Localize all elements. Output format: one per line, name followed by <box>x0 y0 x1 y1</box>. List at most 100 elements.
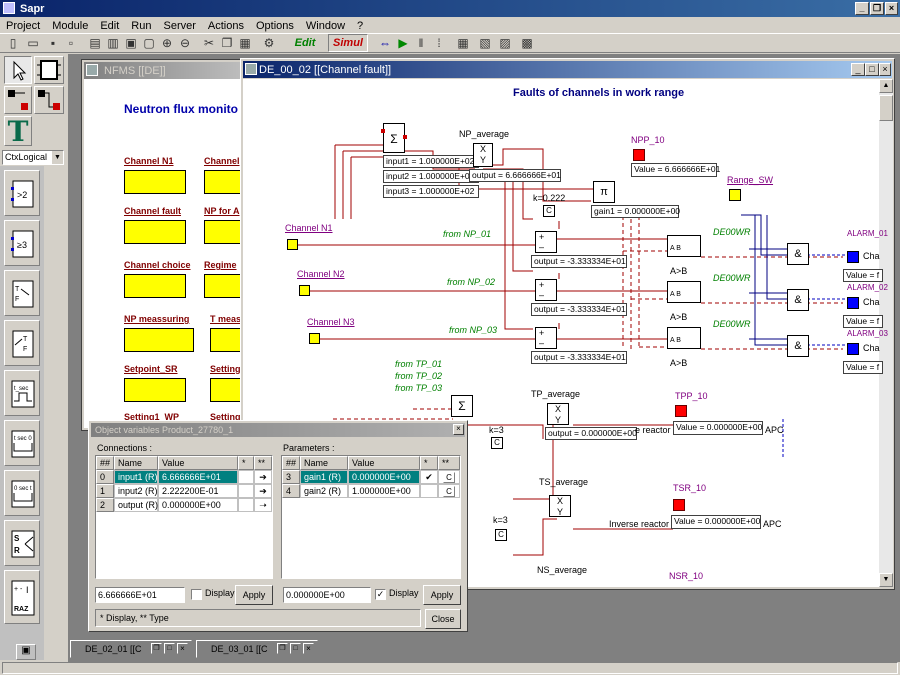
and-block[interactable]: & <box>787 335 809 357</box>
maximize-icon[interactable]: □ <box>164 643 175 654</box>
page-icon[interactable]: ▢ <box>143 36 155 50</box>
palette-item-greater2[interactable]: >2 <box>4 170 40 216</box>
pause-icon[interactable]: ‖ <box>418 36 424 50</box>
alarm-indicator[interactable] <box>847 297 859 309</box>
cascade-icon[interactable]: ▨ <box>499 36 511 50</box>
input1-cell[interactable]: input1 = 1.000000E+02 <box>383 155 479 168</box>
table-cell[interactable]: 6.666666E+01 <box>158 470 238 484</box>
link-tool[interactable] <box>34 86 64 114</box>
table-cell[interactable]: gain1 (R) <box>300 470 348 484</box>
edit-mode-button[interactable]: Edit <box>294 37 316 49</box>
close-icon[interactable]: × <box>303 643 314 654</box>
menu-actions[interactable]: Actions <box>207 20 244 32</box>
and-block[interactable]: & <box>787 243 809 265</box>
type-button[interactable]: C <box>443 486 455 497</box>
type-button[interactable]: C <box>443 472 455 483</box>
table-cell[interactable] <box>238 484 254 498</box>
scroll-up-icon[interactable]: ▲ <box>879 79 893 93</box>
menu-run[interactable]: Run <box>131 20 152 32</box>
diff-output-cell[interactable]: output = -3.333334E+01 <box>531 351 627 364</box>
type-cell[interactable]: C <box>438 470 460 484</box>
alarm-indicator[interactable] <box>847 343 859 355</box>
npp-indicator[interactable] <box>633 149 645 161</box>
constant-block[interactable]: C <box>491 437 503 449</box>
constant-block[interactable]: C <box>495 529 507 541</box>
table-cell[interactable]: gain2 (R) <box>300 484 348 498</box>
zoom-in-icon[interactable]: ⊕ <box>161 36 173 50</box>
save-icon[interactable]: ▪ <box>50 36 56 50</box>
module-tool[interactable] <box>34 56 64 84</box>
properties-icon[interactable]: ⚙ <box>263 36 275 50</box>
tsr-value[interactable]: Value = 0.000000E+00 <box>671 515 761 529</box>
diff-output-cell[interactable]: output = -3.333334E+01 <box>531 303 627 316</box>
maximize-icon[interactable]: □ <box>290 643 301 654</box>
channel-indicator[interactable] <box>287 239 298 250</box>
copy-icon[interactable]: ❐ <box>221 36 233 50</box>
close-icon[interactable]: × <box>879 63 891 76</box>
menu-options[interactable]: Options <box>255 20 294 32</box>
range-sw-indicator[interactable] <box>729 189 741 201</box>
product-block[interactable]: π <box>593 181 615 203</box>
type-cell[interactable]: C <box>438 484 460 498</box>
table-cell[interactable]: 1.000000E+00 <box>348 484 420 498</box>
nfms-indicator[interactable] <box>124 220 186 244</box>
palette-item-delay-on[interactable]: t sec 0 <box>4 420 40 466</box>
sum-block-tp[interactable]: Σ <box>451 395 473 417</box>
cut-icon[interactable]: ✂ <box>203 36 215 50</box>
minimized-window[interactable]: DE_03_01 [[C ❐ □ × <box>196 640 318 658</box>
open-icon[interactable]: ▭ <box>27 36 39 50</box>
category-dropdown[interactable]: CtxLogical▼ <box>2 150 64 165</box>
arrow-right-icon[interactable]: ➝ <box>254 498 272 512</box>
vertical-scrollbar[interactable]: ▲ ▼ <box>879 79 893 587</box>
step-icon[interactable]: ⁞ <box>437 36 441 50</box>
and-block[interactable]: & <box>787 289 809 311</box>
zoom-out-icon[interactable]: ⊖ <box>179 36 191 50</box>
palette-page-icon[interactable]: ▣ <box>16 644 36 660</box>
tile-icon[interactable]: ▧ <box>479 36 491 50</box>
nfms-indicator[interactable] <box>124 378 186 402</box>
pointer-tool[interactable] <box>4 56 32 84</box>
table-cell[interactable]: 0.000000E+00 <box>348 470 420 484</box>
subtract-block[interactable]: +– <box>535 231 557 253</box>
gain-value-cell[interactable]: gain1 = 0.000000E+00 <box>591 205 680 218</box>
connection-apply-button[interactable]: Apply <box>235 585 273 605</box>
close-icon[interactable]: × <box>177 643 188 654</box>
palette-item-delay-off[interactable]: 0 sec t <box>4 470 40 516</box>
parameter-display-checkbox[interactable]: ✓ <box>375 589 386 600</box>
compare-block[interactable]: A B A>B <box>667 281 701 322</box>
nfms-indicator[interactable] <box>124 328 194 352</box>
constant-block[interactable]: C <box>543 205 555 217</box>
close-button[interactable]: Close <box>425 609 461 629</box>
menu-module[interactable]: Module <box>52 20 89 32</box>
compare-block[interactable]: A B A>B <box>667 327 701 368</box>
input2-cell[interactable]: input2 = 1.000000E+02 <box>383 170 479 183</box>
link-icon[interactable]: ⇔ <box>379 36 391 50</box>
table-cell[interactable]: input1 (R) <box>114 470 158 484</box>
window-list-icon[interactable]: ▩ <box>521 36 533 50</box>
connection-display-checkbox[interactable] <box>191 589 202 600</box>
alarm-indicator[interactable] <box>847 251 859 263</box>
minimized-window[interactable]: DE_02_01 [[C ❐ □ × <box>70 640 192 658</box>
menu-help[interactable]: ? <box>357 20 364 32</box>
restore-icon[interactable]: ❐ <box>870 2 884 15</box>
chevron-down-icon[interactable]: ▼ <box>52 151 63 164</box>
np-output-cell[interactable]: output = 6.666666E+01 <box>469 169 561 182</box>
alarm-value[interactable]: Value = f <box>843 269 883 282</box>
parameters-grid[interactable]: ## Name Value * ** 3 gain1 (R) 0.000000E… <box>281 455 461 579</box>
close-icon[interactable]: × <box>453 424 464 435</box>
input3-cell[interactable]: input3 = 1.000000E+02 <box>383 185 479 198</box>
save-all-icon[interactable]: ▫ <box>68 36 74 50</box>
alarm-value[interactable]: Value = f <box>843 315 883 328</box>
alarm-value[interactable]: Value = f <box>843 361 883 374</box>
connector-tool[interactable] <box>4 86 32 114</box>
minimize-icon[interactable]: _ <box>855 2 869 15</box>
arrow-right-icon[interactable]: ➔ <box>254 484 272 498</box>
checkmark-icon[interactable]: ✔ <box>420 470 438 484</box>
restore-icon[interactable]: ❐ <box>277 643 288 654</box>
